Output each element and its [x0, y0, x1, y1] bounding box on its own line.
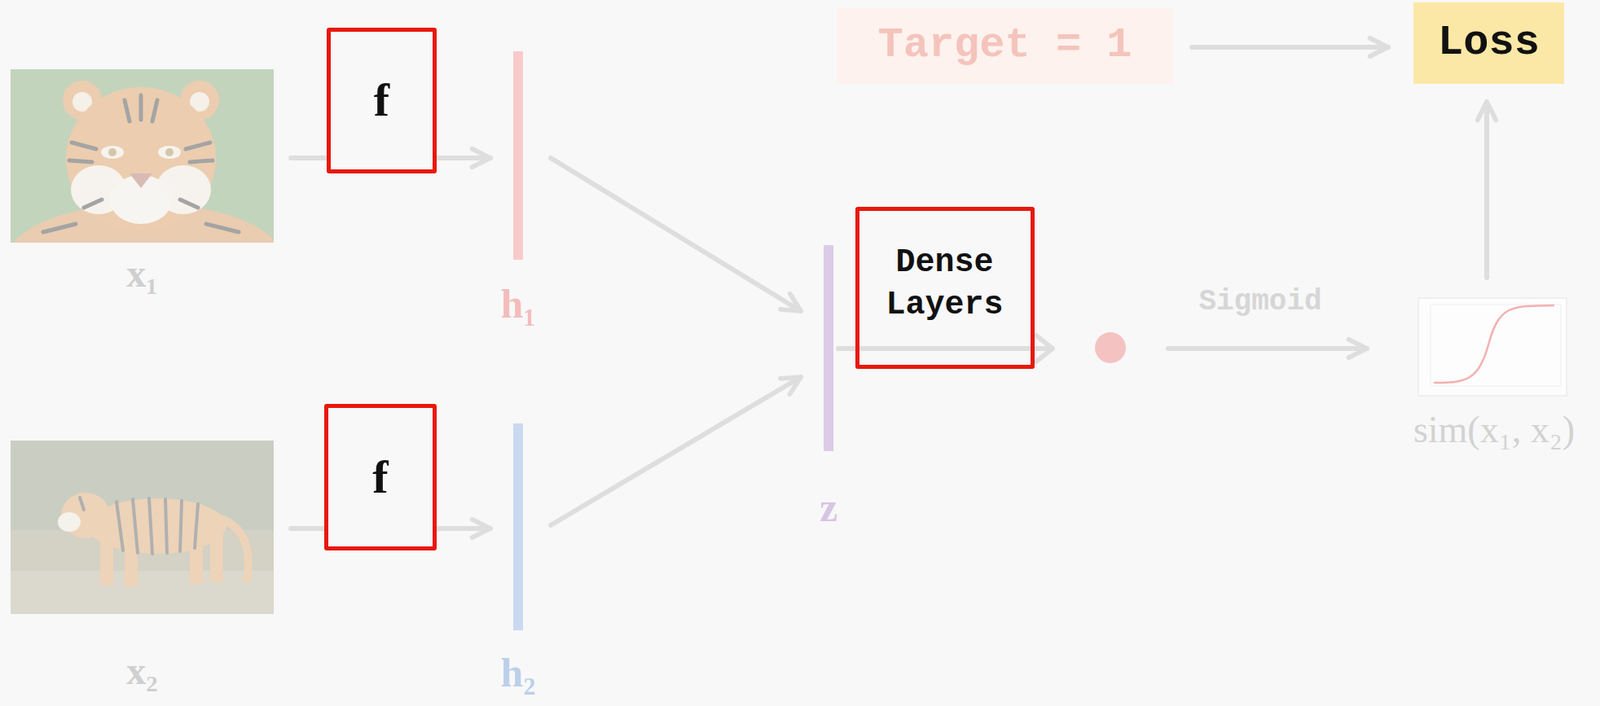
tiger-nose — [129, 173, 153, 189]
node-caption: h₁ — [501, 282, 537, 326]
tiger-pupil — [108, 148, 117, 157]
vector-bar — [513, 51, 524, 260]
tiger-body — [87, 498, 227, 554]
connector-arrow — [1484, 101, 1490, 278]
similarity-output: sim(x₁, x₂) — [1394, 298, 1594, 453]
loss-box: Loss — [1413, 2, 1565, 84]
edge-label: Sigmoid — [1195, 285, 1325, 319]
sigmoid-curve — [1433, 305, 1555, 383]
node-caption: z — [819, 486, 838, 530]
dense-layers-box: Dense Layers — [855, 206, 1035, 370]
node-caption: sim(x₁, x₂) — [1413, 410, 1575, 450]
node-label: Target = 1 — [877, 23, 1132, 69]
tiger-eye — [101, 145, 124, 159]
embedding-vector: h₁ — [493, 51, 543, 329]
photo-background — [10, 69, 274, 243]
vector-bar — [823, 245, 834, 452]
photo-ground — [10, 571, 274, 615]
connector-arrow — [1191, 44, 1389, 50]
node-label: f — [373, 75, 390, 126]
connector-arrow — [861, 346, 1368, 352]
embedding-vector: h₂ — [493, 423, 543, 698]
tiger-muzzle — [57, 512, 81, 532]
concatenated-vector: z — [812, 245, 845, 532]
sigmoid-plot-axes — [1430, 304, 1561, 387]
image-input: x₁ — [10, 69, 274, 298]
tiger-photo — [10, 440, 274, 615]
tiger-eye — [158, 145, 181, 159]
tiger-photo — [10, 69, 274, 243]
node-caption: h₂ — [501, 651, 537, 695]
connector-arrow — [436, 526, 491, 532]
photo-background — [10, 440, 274, 615]
tiger-stripes — [43, 95, 239, 233]
connector-arrow — [838, 346, 856, 352]
node-caption: x₁ — [126, 253, 158, 295]
connector-arrow — [436, 155, 491, 161]
connector-arrow — [290, 155, 327, 161]
image-input: x₂ — [10, 440, 274, 695]
encoder-box: f — [324, 404, 437, 551]
node-label: Dense Layers — [867, 241, 1023, 327]
node-label: f — [372, 452, 388, 503]
connector-arrow — [550, 377, 801, 526]
connector-arrow — [290, 526, 325, 532]
logit-dot — [1094, 332, 1126, 364]
tiger-pupil — [165, 148, 174, 157]
target-box: Target = 1 — [836, 8, 1174, 84]
sigmoid-plot-frame — [1418, 298, 1567, 396]
vector-bar — [513, 423, 524, 631]
node-label: Loss — [1437, 21, 1540, 66]
tiger-stripes — [79, 497, 198, 554]
encoder-box: f — [326, 27, 437, 174]
node-caption: x₂ — [126, 650, 158, 692]
connector-arrow — [550, 158, 801, 312]
